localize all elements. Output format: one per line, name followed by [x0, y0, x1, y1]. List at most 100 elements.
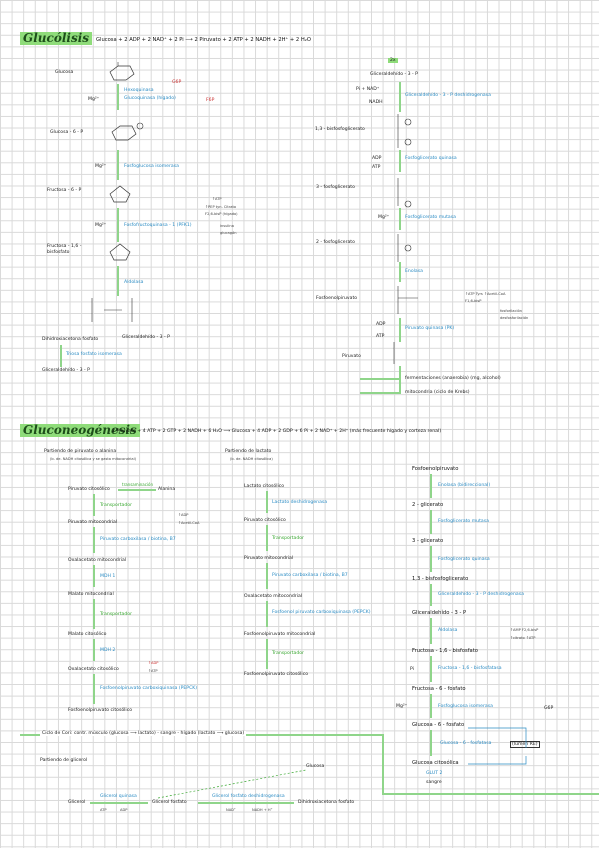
- transportador-1: Transportador: [100, 503, 132, 508]
- glicerol-nadh: NADH + H⁺: [252, 808, 273, 812]
- glicerol-glucosa: Glucosa: [306, 764, 325, 769]
- mdh2-label: MDH 2: [100, 648, 116, 653]
- piruvato-citosolico-1: Piruvato citosólico: [68, 487, 110, 492]
- nadh-label: NADH: [369, 100, 383, 105]
- transportador-2: Transportador: [100, 612, 132, 617]
- col2-subheading: (b. de. NADH citosólica): [230, 457, 273, 461]
- col3-pg3: 3 - glicerato: [412, 538, 444, 544]
- hexoquinasa-label: Hexoquinasa: [124, 88, 154, 93]
- piruvato-structure-icon: [393, 342, 395, 364]
- col3-ga3p: Gliceraldehído - 3 - P: [412, 610, 467, 616]
- pfk-hormone-2: glucagón: [220, 231, 237, 235]
- pk-regulator-3: fosforilación: [500, 309, 522, 313]
- col3-g6p: Glucosa - 6 - fosfato: [412, 722, 465, 728]
- arrow-isomerasa-gng: [430, 694, 432, 718]
- transaminacion-label: transaminación: [122, 482, 154, 487]
- f6p-regulator: F6P: [206, 98, 215, 103]
- pi-nad-label: Pi + NAD⁺: [356, 87, 380, 92]
- arrow-pc-1: [93, 527, 95, 553]
- mitocondria-label: mitocondria (ciclo de Krebs): [405, 390, 470, 395]
- arrow-pgk-gng: [430, 546, 432, 572]
- pc-regulator-2: ↑Acetil-CoA: [178, 521, 200, 525]
- aldolasa-label: Aldolasa: [124, 280, 144, 285]
- dhap-label: Dihidroxiacetona fosfato: [42, 337, 99, 342]
- arrow-f6p-f16bp: [117, 208, 119, 242]
- pk-label: Piruvato quinasa (PK): [405, 326, 455, 331]
- transportador-3: Transportador: [272, 536, 304, 541]
- col3-enolasa: Enolasa (bidireccional): [438, 483, 491, 488]
- arrow-pc-2: [266, 563, 268, 589]
- glicerol-adp: ADP: [120, 808, 128, 812]
- g6p-structure-icon: [111, 122, 144, 141]
- col3-fbpasa: Fructosa - 1,6 - bisfosfatasa: [438, 666, 502, 671]
- col3-isomerasa: Fosfoglucosa isomerasa: [438, 704, 493, 709]
- arrow-pgm: [399, 208, 401, 230]
- f16bp-label: Fructosa - 1,6 - bisfosfato: [47, 244, 82, 255]
- dashed-arrow-glucosa: [157, 769, 307, 799]
- arrow-mdh1: [93, 565, 95, 587]
- arrow-aldolasa: [117, 266, 119, 296]
- gk-label: Glicerol quinasa: [100, 794, 137, 799]
- arrow-g3pdh: [399, 82, 401, 112]
- pepck-label-1: Fosfoenolpiruvato carboxiquinasa (PEPCK): [100, 686, 198, 691]
- glucoquinasa-label: Glucoquinasa (hígado): [124, 96, 176, 101]
- arrow-transp-4: [266, 639, 268, 669]
- glicerol-dhap: Dihidroxiacetona fosfato: [298, 800, 355, 805]
- arrow-piruvato-fates: [399, 366, 401, 394]
- cori-divider-line-2: [382, 793, 599, 795]
- pi-label-1: Pi: [410, 667, 414, 672]
- pfk-regulator-2: ↑PEP tyn. Citrato: [205, 205, 237, 209]
- glicerol-label: Glicerol: [68, 800, 86, 805]
- cori-divider-vertical: [382, 734, 384, 794]
- arrow-mitocondria: [360, 392, 400, 394]
- g3pdh-label: Gliceraldehído - 3 - P deshidrogenasa: [405, 93, 491, 98]
- oxalacetato-mitocondrial-1: Oxalacetato mitocondrial: [68, 558, 127, 563]
- pep-citosolico-1: Fosfoenolpiruvato citosólico: [68, 708, 133, 713]
- pepck-regulator-1: ↑ADP: [148, 661, 159, 665]
- arrow-transp-2: [93, 599, 95, 629]
- glicerol-atp: ATP: [100, 808, 107, 812]
- arrow-fbpasa: [430, 656, 432, 682]
- oxalacetato-citosolico: Oxalacetato citosólico: [68, 667, 119, 672]
- pc-label-1: Piruvato carboxilasa / biotina, B7: [100, 537, 176, 542]
- mg-label-5: Mg²⁺: [396, 704, 408, 709]
- bpg13-label: 1,3 - bisfosfoglicerato: [315, 127, 365, 132]
- col3-glut2: GLUT 2: [426, 771, 443, 776]
- arrow-enolasa: [399, 262, 401, 282]
- gluconeogenesis-title: Gluconeogénesis: [20, 424, 140, 437]
- cori-cycle-text: Ciclo de Cori: contr. músculo (glucosa ⟶…: [40, 731, 247, 736]
- mg-label-3: Mg²⁺: [95, 223, 107, 228]
- pc-regulator-1: ↑ADP: [178, 513, 189, 517]
- arrow-transp-1: [93, 494, 95, 516]
- col3-glucosa-citosolica: Glucosa citosólica: [412, 760, 459, 766]
- pfk-regulator-1: ↑ATP: [212, 197, 222, 201]
- glucose-structure-icon: [109, 62, 135, 81]
- arrow-fermentacion: [360, 378, 400, 380]
- arrow-pk: [399, 318, 401, 342]
- glicerol-heading: Partiendo de glicerol: [40, 758, 88, 763]
- col3-pg2: 2 - glicerato: [412, 502, 444, 508]
- f6p-structure-icon: [109, 185, 131, 203]
- g6p-label: Glucosa - 6 - P: [50, 130, 84, 135]
- arrow-mdh2: [93, 639, 95, 661]
- arrow-pgk: [399, 150, 401, 172]
- f6p-label: Fructosa - 6 - P: [47, 188, 82, 193]
- pep-label: Fosfoenolpiruvato: [316, 296, 358, 301]
- arrow-pepck-2: [266, 601, 268, 627]
- triose-structures-icon: [91, 298, 133, 322]
- transportador-4: Transportador: [272, 651, 304, 656]
- col3-sangre: sangre: [426, 780, 442, 785]
- gluconeogenesis-equation: 2 Piruvato + 4 ATP + 2 GTP + 2 NADH + 6 …: [112, 429, 442, 434]
- g6p-inhibitor: G6P: [172, 80, 182, 85]
- atp-label-2: ATP: [376, 334, 385, 339]
- pgm-label: Fosfoglicerato mutasa: [405, 215, 456, 220]
- adp-label: ADP: [372, 156, 382, 161]
- pg3-structure-icon: [397, 178, 412, 208]
- pg2-structure-icon: [397, 234, 412, 262]
- mg-label-4: Mg²⁺: [378, 215, 390, 220]
- col1-subheading: (b. de. NADH citosólica y se gasta mitoc…: [50, 457, 136, 461]
- arrow-transp-3: [266, 525, 268, 551]
- mg-label: Mg²⁺: [88, 97, 100, 102]
- col3-g3pdh: Gliceraldehído - 3 - P deshidrogenasa: [438, 592, 524, 597]
- col3-f6p: Fructosa - 6 - fosfato: [412, 686, 466, 692]
